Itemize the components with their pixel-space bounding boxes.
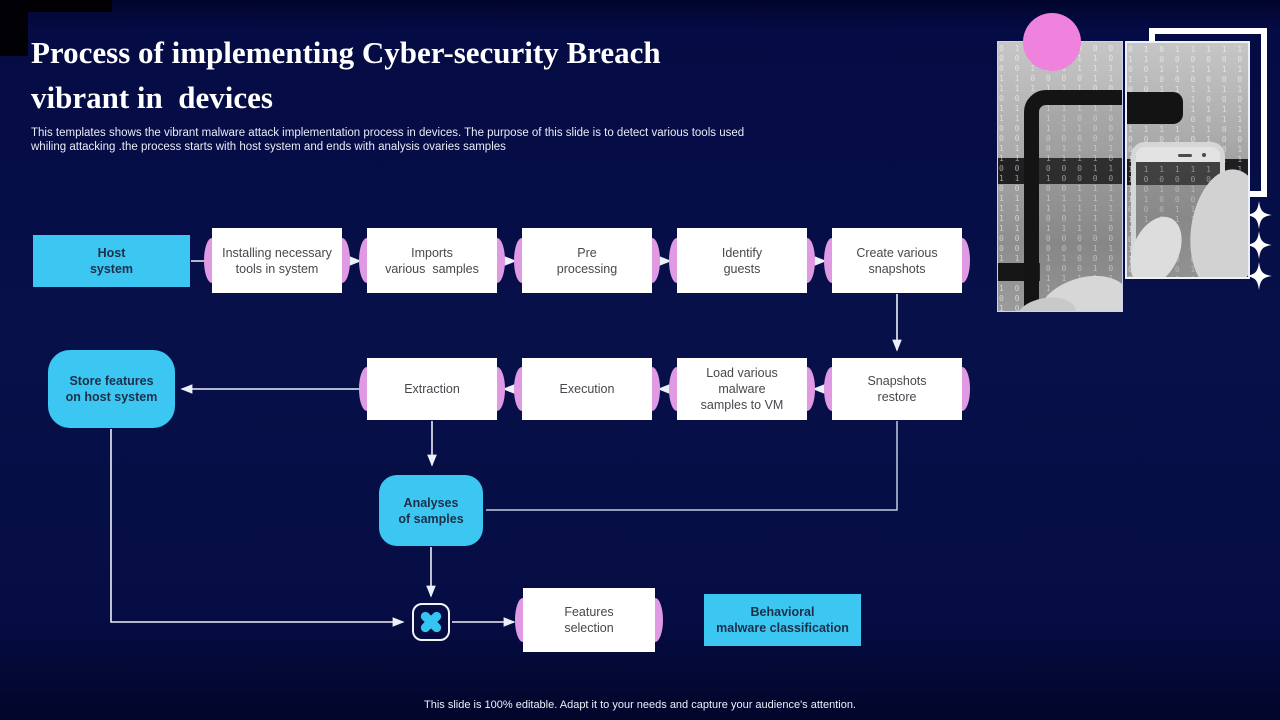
node-label: Pre processing	[556, 245, 618, 276]
pink-pill-left	[359, 237, 367, 284]
pink-pill-left	[359, 367, 367, 411]
node-snapshots-restore: Snapshots restore	[824, 358, 970, 420]
title-line-1: Process of implementing Cyber-security B…	[31, 35, 661, 70]
page-title: Process of implementing Cyber-security B…	[31, 30, 661, 120]
node-installing-tools: Installing necessary tools in system	[204, 228, 350, 293]
pink-pill-right	[807, 237, 815, 284]
pink-pill-right	[652, 367, 660, 411]
tablet-device	[1024, 90, 1122, 311]
pink-pill-left	[669, 237, 677, 284]
pink-pill-left	[204, 237, 212, 284]
phone-photo: 0 1 0 1 1 1 1 1 1 1 0 0 0 0 0 0 0 0 1 1 …	[1125, 41, 1250, 279]
title-line-2: vibrant in devices	[31, 80, 273, 115]
pink-pill-right	[655, 597, 663, 643]
pink-pill-left	[514, 237, 522, 284]
node-label: Identify guests	[721, 245, 763, 276]
pink-pill-right	[497, 367, 505, 411]
tablet-edge-continuation	[1127, 92, 1183, 124]
pink-circle-decoration	[1023, 13, 1081, 71]
photo-dark-band	[998, 158, 1122, 184]
pink-pill-left	[824, 367, 832, 411]
pink-pill-right	[497, 237, 505, 284]
tablet-photo: 0 1 1 1 0 0 0 0 0 0 0 0 1 1 1 0 0 0 1 1 …	[997, 41, 1123, 312]
node-store-features: Store features on host system	[48, 350, 175, 428]
phone-camera-dot	[1202, 153, 1206, 157]
node-label: Behavioral malware classification	[716, 605, 849, 635]
node-imports-samples: Imports various samples	[359, 228, 505, 293]
pink-pill-right	[807, 367, 815, 411]
node-extraction: Extraction	[359, 358, 505, 420]
pink-pill-right	[962, 367, 970, 411]
node-create-snapshots: Create various snapshots	[824, 228, 970, 293]
node-label: Imports various samples	[385, 245, 479, 276]
pink-pill-right	[652, 237, 660, 284]
node-load-malware: Load various malware samples to VM	[669, 358, 815, 420]
footer-note: This slide is 100% editable. Adapt it to…	[424, 699, 856, 711]
phone-speaker-slot	[1178, 154, 1192, 157]
merge-x-icon	[412, 603, 450, 641]
node-pre-processing: Pre processing	[514, 228, 660, 293]
node-host-system: Host system	[33, 235, 190, 287]
binary-code-texture: 0 1 1 1 0 0 0 0 0 0 0 0 1 1 1 0 0 0 1 1 …	[999, 44, 1117, 312]
top-left-corner-bracket-vertical	[0, 0, 28, 56]
node-features-selection: Features selection	[515, 588, 663, 652]
slide-subtitle: This templates shows the vibrant malware…	[31, 127, 745, 153]
pink-pill-right	[342, 237, 350, 284]
top-left-corner-bracket	[0, 0, 112, 12]
pink-pill-right	[962, 237, 970, 284]
node-label: Analyses of samples	[398, 495, 464, 526]
phone-speaker-strip	[1136, 147, 1220, 162]
sparkle-icon	[1246, 201, 1272, 290]
node-label: Installing necessary tools in system	[222, 245, 332, 276]
pink-pill-left	[515, 597, 523, 643]
node-label: Execution	[559, 382, 615, 396]
pink-pill-left	[669, 367, 677, 411]
node-label: Snapshots restore	[867, 374, 927, 404]
binary-code-texture: 0 1 0 1 1 1 1 1 1 1 0 0 0 0 0 0 0 0 1 1 …	[1128, 45, 1246, 277]
node-label: Create various snapshots	[856, 245, 938, 276]
pink-pill-left	[824, 237, 832, 284]
node-analyses-of-samples: Analyses of samples	[379, 475, 483, 546]
node-label: Store features on host system	[65, 374, 158, 404]
node-execution: Execution	[514, 358, 660, 420]
node-label: Load various malware samples to VM	[700, 366, 784, 412]
node-identify-guests: Identify guests	[669, 228, 815, 293]
node-label: Host system	[89, 246, 134, 276]
node-label: Features selection	[564, 605, 614, 635]
node-behavioral-classification: Behavioral malware classification	[704, 594, 861, 646]
node-label: Extraction	[404, 382, 460, 396]
pink-pill-left	[514, 367, 522, 411]
